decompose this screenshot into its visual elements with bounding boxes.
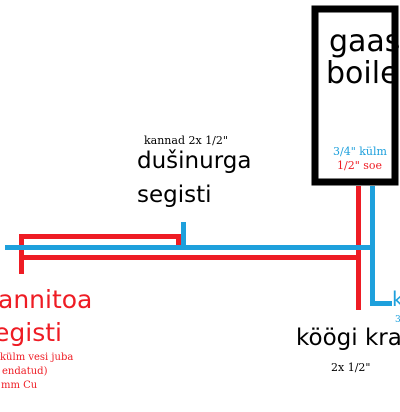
bath-note-line1: külm vesi juba — [0, 352, 74, 363]
bath-note-line3: mm Cu — [1, 380, 38, 391]
kitchen-connections: 2x 1/2" — [331, 361, 371, 374]
bath-note-line2: endatud) — [2, 366, 48, 377]
boiler-title-line1: gaasi — [329, 24, 400, 59]
cold-pipe-kitchen-stub — [370, 301, 392, 306]
cold-pipe-boiler-riser — [370, 186, 375, 306]
kitchen-title: köögi kra — [296, 325, 400, 351]
hot-pipe-shower-drop — [176, 234, 181, 247]
bath-title-line1: annitoa — [0, 285, 93, 314]
cold-water-pipes — [5, 186, 392, 306]
boiler-title-line2: boiler — [326, 56, 400, 91]
kitchen-cold-digit: 3 — [395, 315, 400, 325]
cold-pipe-shower-riser — [181, 222, 186, 247]
cold-pipe-main — [5, 245, 375, 250]
shower-title-line1: dušinurga — [137, 148, 252, 174]
bath-title-line2: egisti — [0, 318, 62, 347]
hot-pipe-top — [22, 234, 181, 239]
hot-pipe-lower — [24, 255, 358, 260]
hot-pipe-left-riser — [19, 234, 24, 274]
boiler-hot-spec: 1/2" soe — [337, 159, 383, 172]
boiler-box — [311, 5, 399, 186]
shower-connections: kannad 2x 1/2" — [144, 134, 228, 147]
shower-title-line2: segisti — [137, 182, 212, 208]
kitchen-cold-letter: k — [392, 287, 400, 311]
boiler-cold-spec: 3/4" külm — [333, 145, 387, 158]
